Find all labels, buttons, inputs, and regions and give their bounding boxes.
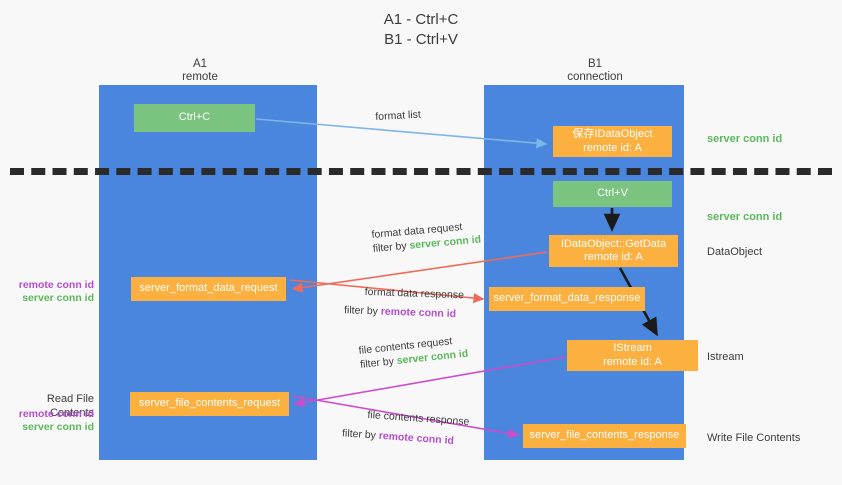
edge-label-format-data-response-text: format data response [364, 285, 465, 302]
box-server-format-data-request[interactable]: server_format_data_request [131, 277, 286, 301]
annotation-dataobject: DataObject [707, 246, 763, 258]
box-istream-line1: IStream [613, 342, 652, 354]
annotation-server-conn-id-4: server conn id [22, 421, 94, 433]
annotation-server-conn-id-2: server conn id [707, 211, 783, 223]
title-line-2: B1 - Ctrl+V [384, 31, 458, 48]
annotation-remote-conn-id-1: remote conn id [18, 279, 94, 291]
filter-prefix: filter by [343, 304, 382, 318]
wire-format-list [255, 118, 548, 149]
annotation-remote-conn-id-2: remote conn id [18, 408, 94, 420]
annotation-server-conn-id-3: server conn id [22, 292, 94, 304]
box-ctrl-v[interactable]: Ctrl+V [553, 181, 672, 207]
box-ctrl-c[interactable]: Ctrl+C [134, 104, 255, 132]
column-header-a1: A1 remote [120, 58, 280, 84]
edge-label-format-list: format list [375, 108, 421, 124]
column-header-b1: B1 connection [510, 58, 680, 84]
wire-format-data-request [291, 251, 548, 293]
column-a1-role: remote [182, 71, 218, 83]
box-server-file-contents-response[interactable]: server_file_contents_response [523, 424, 686, 448]
filter-prefix: filter by [359, 355, 398, 371]
phase-divider [10, 168, 832, 175]
filter-id-remote-conn: remote conn id [380, 305, 457, 321]
box-idataobject-getdata[interactable]: IDataObject::GetData remote id: A [549, 235, 678, 267]
box-save-idataobject-line2: remote id: A [583, 141, 642, 154]
wire-file-contents-request [293, 356, 566, 408]
annotation-left-ids-group-1: remote conn id server conn id [8, 279, 94, 305]
annotation-write-file-contents: Write File Contents [707, 432, 801, 444]
wire-file-contents-response [292, 395, 520, 439]
filter-prefix: filter by [341, 427, 380, 442]
box-server-file-contents-request[interactable]: server_file_contents_request [130, 392, 289, 416]
box-server-format-data-request-label: server_format_data_request [139, 282, 278, 295]
column-a1-name: A1 [192, 58, 208, 70]
annotation-left-ids-group-2: remote conn id server conn id [8, 408, 94, 434]
annotation-server-conn-id-1: server conn id [707, 133, 783, 145]
title-line-1: A1 - Ctrl+C [383, 11, 459, 28]
annotation-read-file-contents: Read File Contents [46, 393, 94, 419]
box-istream-line2: remote id: A [603, 355, 662, 368]
box-server-format-data-response[interactable]: server_format_data_response [489, 287, 645, 311]
filter-prefix: filter by [372, 239, 410, 255]
box-istream[interactable]: IStream remote id: A [567, 340, 698, 371]
column-b1-role: connection [567, 71, 623, 83]
box-save-idataobject[interactable]: 保存IDataObject remote id: A [553, 126, 672, 157]
box-server-file-contents-response-label: server_file_contents_response [529, 429, 680, 442]
edge-label-format-data-response: format data response filter by remote co… [338, 284, 464, 321]
edge-label-format-list-text: format list [375, 108, 422, 123]
wire-format-data-response [289, 279, 485, 304]
box-getdata-line1: IDataObject::GetData [560, 237, 667, 250]
box-server-format-data-response-label: server_format_data_response [493, 292, 641, 305]
column-b1-name: B1 [587, 58, 603, 70]
box-ctrl-c-label: Ctrl+C [178, 111, 211, 124]
box-server-file-contents-request-label: server_file_contents_request [138, 397, 281, 410]
box-ctrl-v-label: Ctrl+V [597, 187, 628, 200]
box-save-idataobject-line1: 保存IDataObject [572, 128, 653, 140]
page-title: A1 - Ctrl+C B1 - Ctrl+V [0, 10, 842, 50]
box-getdata-line2: remote id: A [584, 251, 643, 263]
annotation-istream: Istream [707, 351, 744, 363]
